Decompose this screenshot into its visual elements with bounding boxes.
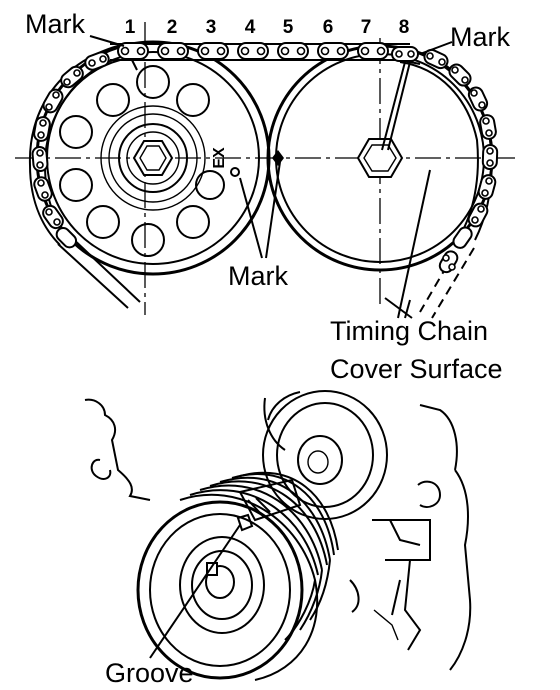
groove-leader-line bbox=[149, 524, 241, 659]
mark-label-center: Mark bbox=[228, 261, 288, 291]
idler-pulley bbox=[262, 390, 388, 520]
link-number-3: 3 bbox=[206, 17, 217, 38]
timing-pointer bbox=[238, 478, 302, 522]
link-number-7: 7 bbox=[361, 17, 372, 38]
link-number-4: 4 bbox=[245, 17, 256, 38]
left-chain-links bbox=[31, 51, 110, 249]
ex-marking: EX bbox=[211, 147, 228, 169]
crankshaft-pulley-view: Groove bbox=[84, 390, 472, 688]
groove-label: Groove bbox=[105, 658, 194, 688]
camshaft-timing-view: EX bbox=[15, 9, 515, 384]
link-number-2: 2 bbox=[167, 17, 178, 38]
timing-chain-cover-label-line2: Cover Surface bbox=[330, 354, 503, 384]
center-timing-mark bbox=[272, 150, 284, 166]
link-number-8: 8 bbox=[399, 17, 410, 38]
link-number-1: 1 bbox=[125, 17, 136, 38]
link-number-5: 5 bbox=[283, 17, 294, 38]
engine-block-outline bbox=[84, 398, 151, 501]
link-number-6: 6 bbox=[323, 17, 334, 38]
mark-label-top-left: Mark bbox=[25, 9, 85, 39]
timing-chain-cover-label-line1: Timing Chain bbox=[330, 316, 488, 346]
crankshaft-keyway bbox=[206, 562, 218, 576]
top-chain-links: 1 2 3 4 5 6 7 8 bbox=[110, 17, 419, 62]
crankshaft-pulley bbox=[136, 471, 339, 681]
mark-label-top-right: Mark bbox=[450, 22, 510, 52]
right-chain-links bbox=[423, 48, 499, 274]
exhaust-sprocket-bolt bbox=[132, 140, 174, 176]
leader-lines bbox=[89, 35, 453, 319]
pulley-groove-mark bbox=[236, 513, 254, 532]
